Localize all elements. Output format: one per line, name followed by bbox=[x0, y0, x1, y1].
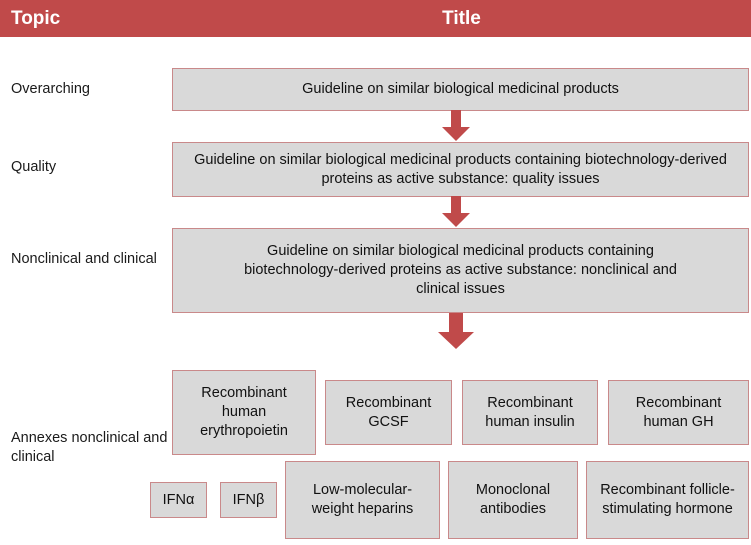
annex-box-recombinant-human-insulin[interactable]: Recombinant human insulin bbox=[462, 380, 598, 445]
annex-box-monoclonal-antibodies[interactable]: Monoclonal antibodies bbox=[448, 461, 578, 539]
annex-box-ifn-alpha[interactable]: IFNα bbox=[150, 482, 207, 518]
annex-box-recombinant-human-erythropoietin[interactable]: Recombinant human erythropoietin bbox=[172, 370, 316, 455]
annex-box-ifn-beta[interactable]: IFNβ bbox=[220, 482, 277, 518]
row-label-overarching: Overarching bbox=[11, 81, 90, 97]
box-quality-guideline[interactable]: Guideline on similar biological medicina… bbox=[172, 142, 749, 197]
header-topic-label: Topic bbox=[11, 8, 61, 29]
box-overarching-guideline[interactable]: Guideline on similar biological medicina… bbox=[172, 68, 749, 111]
annex-box-recombinant-gcsf[interactable]: Recombinant GCSF bbox=[325, 380, 452, 445]
row-label-annexes: Annexes nonclinical and clinical bbox=[11, 430, 168, 465]
arrow-quality-to-nonclinical-icon bbox=[442, 196, 470, 227]
annex-box-recombinant-follicle-stimulating-hormone[interactable]: Recombinant follicle-stimulating hormone bbox=[586, 461, 749, 539]
annex-box-recombinant-human-gh[interactable]: Recombinant human GH bbox=[608, 380, 749, 445]
box-nonclinical-clinical-guideline[interactable]: Guideline on similar biological medicina… bbox=[172, 228, 749, 313]
arrow-overarching-to-quality-icon bbox=[442, 110, 470, 141]
header-title-label: Title bbox=[442, 8, 481, 29]
row-label-nonclinical-and-clinical: Nonclinical and clinical bbox=[11, 251, 157, 267]
table-header-bar: Topic Title bbox=[0, 0, 751, 37]
row-label-quality: Quality bbox=[11, 159, 57, 175]
arrow-nonclinical-to-annexes-icon bbox=[438, 313, 474, 349]
annex-box-low-molecular-weight-heparins[interactable]: Low-molecular-weight heparins bbox=[285, 461, 440, 539]
